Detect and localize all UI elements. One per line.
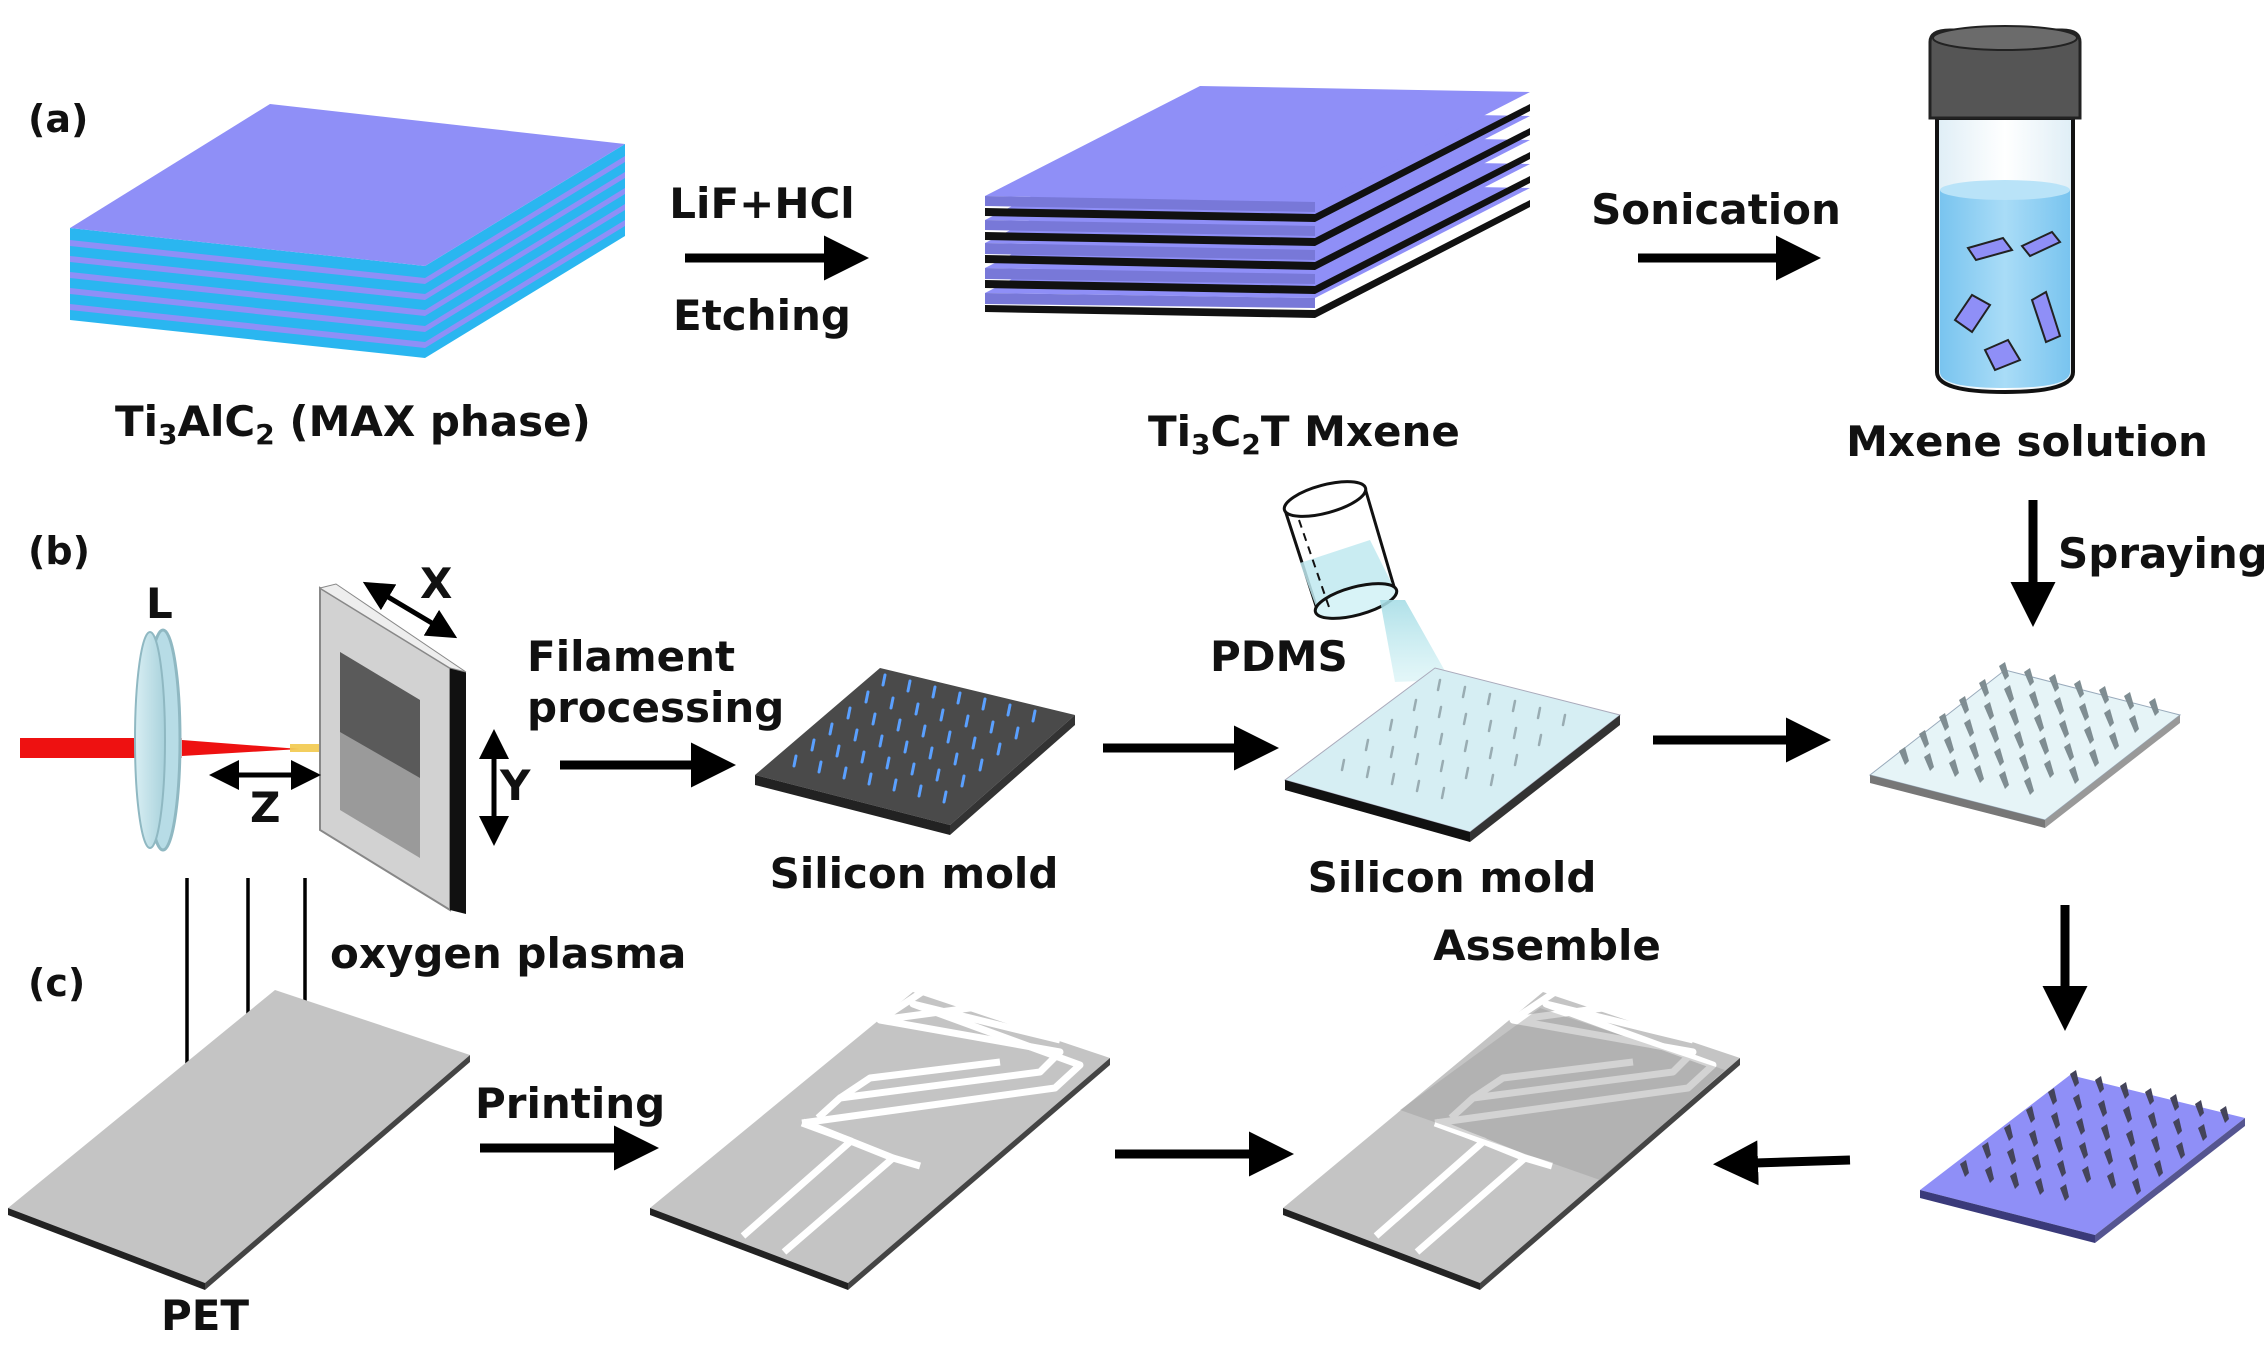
spraying-label: Spraying [2058, 529, 2264, 578]
pet-substrate [8, 990, 470, 1290]
filament-label-line1: Filament [527, 632, 736, 681]
panel-label-a: (a) [28, 97, 89, 141]
assemble-label: Assemble [1433, 921, 1661, 970]
lens-label: L [146, 579, 173, 628]
max-phase-label: Ti3AlC2 (MAX phase) [115, 397, 591, 451]
max-phase-stack [70, 104, 625, 358]
panel-label-b: (b) [28, 529, 90, 573]
pdms-beaker [1282, 480, 1399, 620]
mxene-coated-microstructure [1920, 1070, 2245, 1243]
pdms-label: PDMS [1210, 632, 1348, 681]
laser-beam [20, 738, 160, 758]
mxene-vial [1928, 25, 2082, 395]
laser-stage [318, 583, 467, 914]
oxygen-plasma-label: oxygen plasma [330, 929, 687, 978]
y-axis-label: Y [500, 761, 531, 810]
pdms-pour-stream [1380, 600, 1450, 682]
max-phase-top-face [70, 104, 625, 266]
printed-electrode [650, 987, 1110, 1290]
x-axis-label: X [420, 559, 453, 608]
dark-silicon-mold [755, 668, 1075, 835]
z-axis-label: Z [250, 783, 281, 832]
focusing-lens [134, 628, 182, 852]
panel-label-c: (c) [28, 961, 86, 1005]
etch-reagent-label: LiF+HCl [669, 179, 855, 228]
assembled-sensor [1283, 987, 1740, 1290]
pet-label: PET [160, 1291, 250, 1340]
laser-focus [182, 740, 300, 756]
transfer-arrow [1713, 1140, 1851, 1186]
printing-label: Printing [475, 1079, 666, 1128]
mxene-sheets [985, 86, 1530, 318]
x-axis-arrow [362, 581, 458, 639]
silicon-mold-label-2: Silicon mold [1307, 853, 1597, 902]
etching-label: Etching [673, 291, 851, 340]
pdms-microstructure [1868, 662, 2182, 828]
filament-label-line2: processing [527, 683, 785, 732]
pdms-mold [1283, 667, 1622, 842]
sonication-label: Sonication [1591, 185, 1841, 234]
silicon-mold-label-1: Silicon mold [769, 849, 1059, 898]
mxene-label: Ti3C2T Mxene [1148, 407, 1460, 461]
mxene-solution-label: Mxene solution [1846, 417, 2208, 466]
